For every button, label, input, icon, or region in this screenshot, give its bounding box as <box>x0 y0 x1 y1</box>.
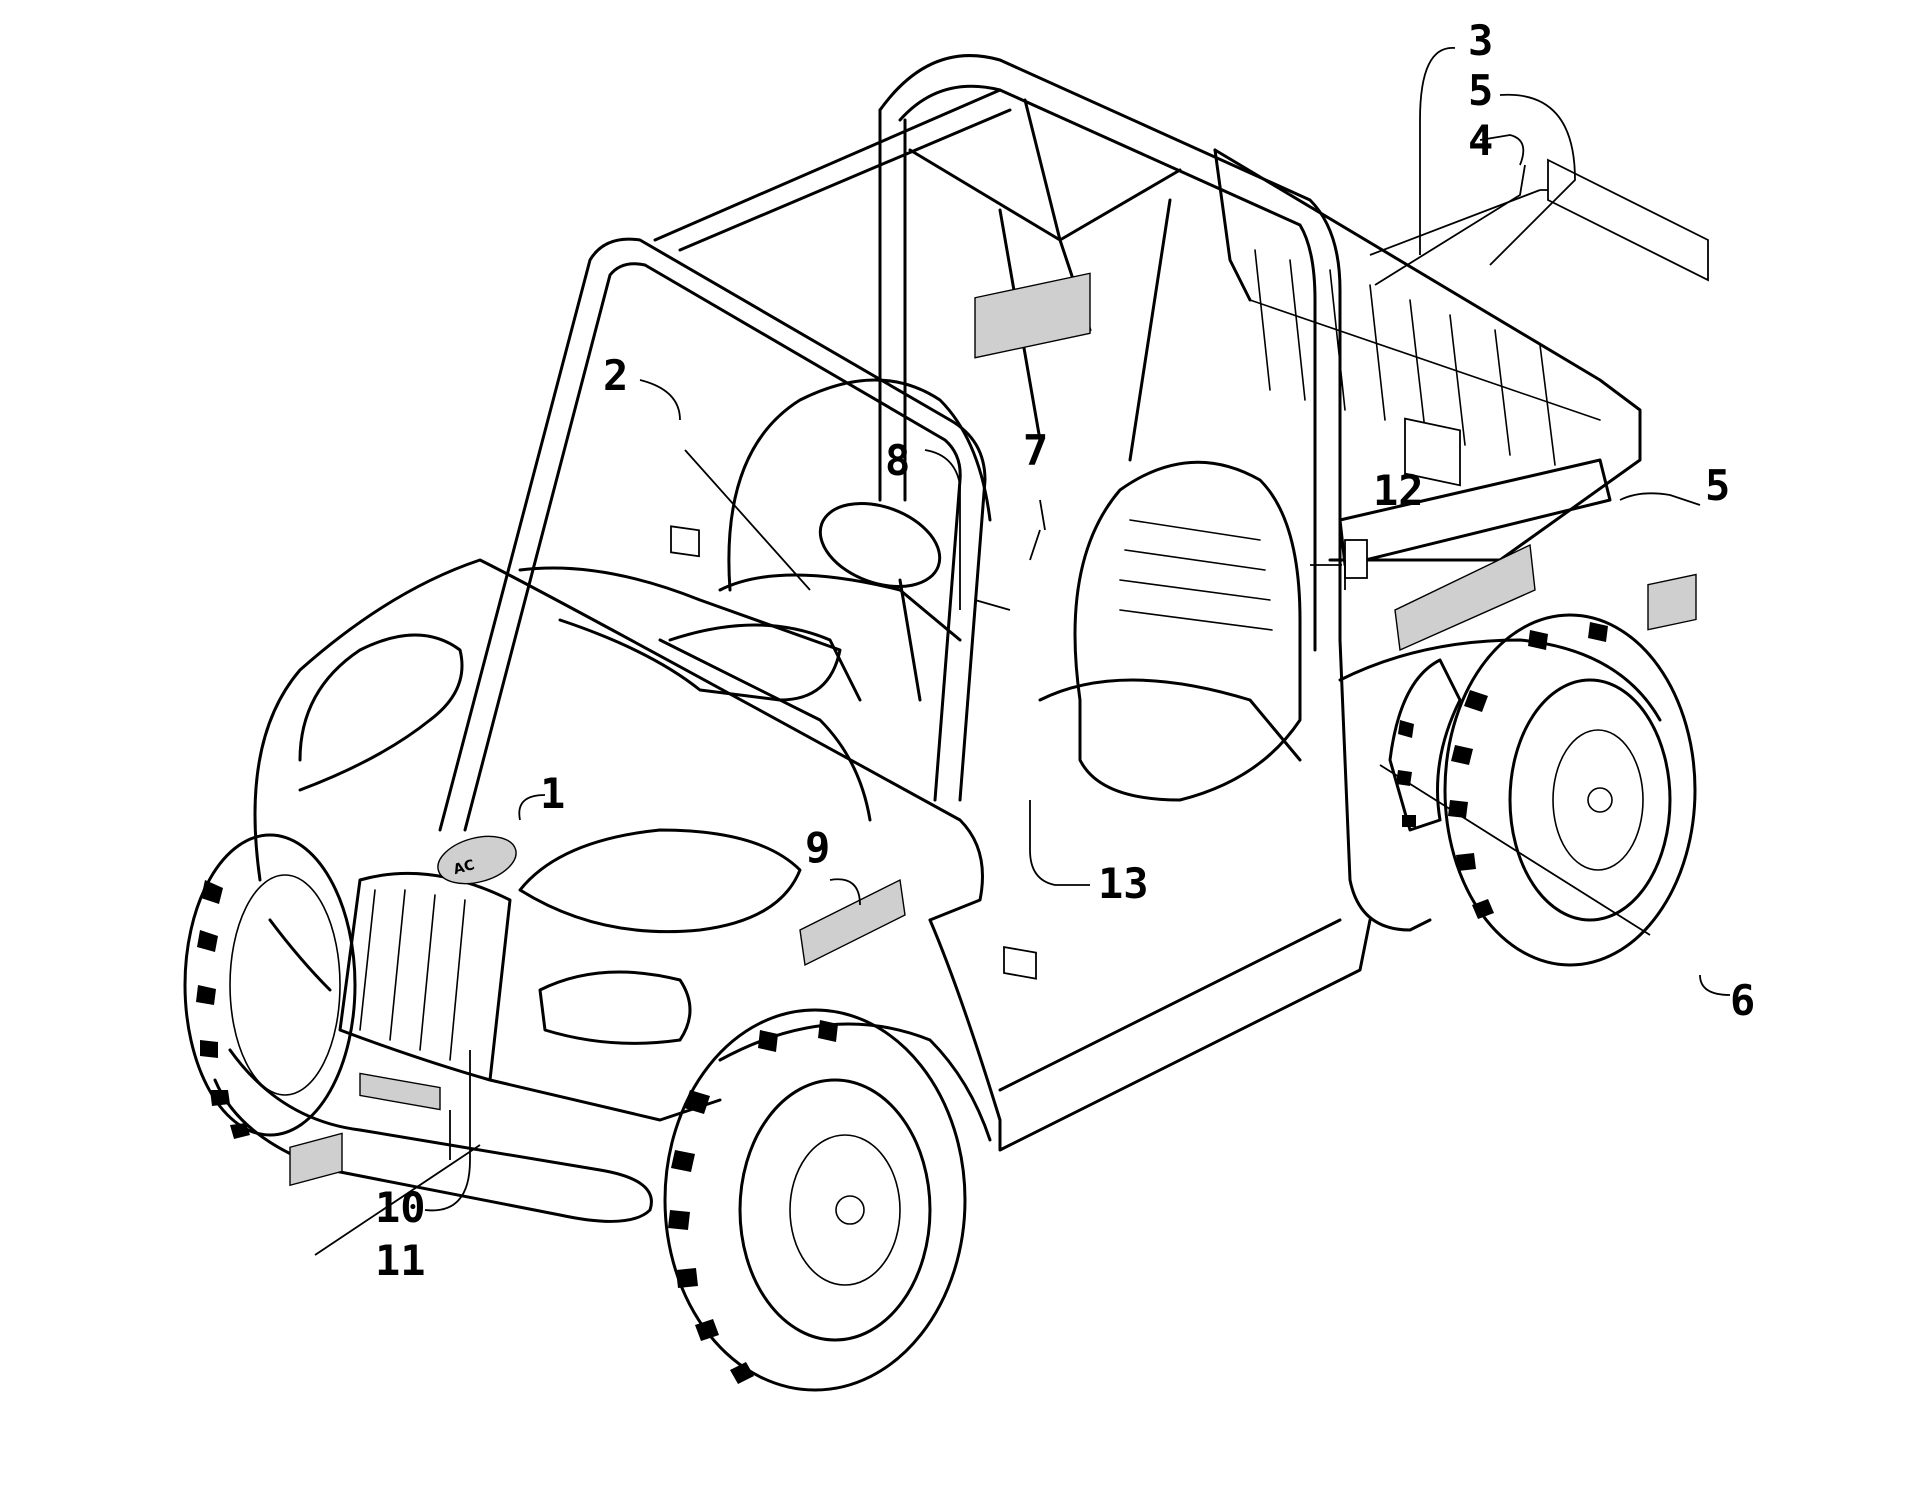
callout-4: 4 <box>1468 116 1493 165</box>
callout-2: 2 <box>603 351 628 400</box>
callout-11: 11 <box>375 1236 426 1285</box>
vehicle-body <box>213 54 1662 1223</box>
callout-13: 13 <box>1098 859 1149 908</box>
decal-3-bed-label <box>1404 417 1461 487</box>
leader-lines <box>314 47 1731 1256</box>
decal-1-hood-logo: AC <box>437 835 517 885</box>
decal-10-grille-label <box>359 1072 441 1111</box>
decal-side-bed-logo <box>1394 543 1536 652</box>
decal-2-windshield-label <box>670 525 700 558</box>
decal-9-side-logo <box>799 878 906 967</box>
front-left-wheel <box>183 833 357 1139</box>
callout-numbers: 1 2 3 4 5 5 6 7 8 9 10 11 12 13 <box>375 16 1755 1285</box>
rear-right-wheel <box>1443 613 1697 967</box>
callout-12: 12 <box>1373 466 1424 515</box>
decal-13-floor-label <box>1003 945 1037 980</box>
decal-11-bumper-label <box>289 1132 343 1187</box>
callout-9: 9 <box>805 823 830 872</box>
front-right-wheel <box>663 1008 967 1392</box>
rear-left-wheel <box>1388 658 1462 832</box>
callout-6: 6 <box>1730 976 1755 1025</box>
decal-7-seat-warning <box>974 272 1091 359</box>
decal-12-rops-label <box>1344 539 1368 579</box>
svg-text:AC: AC <box>452 857 477 878</box>
callout-7: 7 <box>1023 426 1048 475</box>
callout-5-side: 5 <box>1705 461 1730 510</box>
decal-5-bed-stripe <box>1547 158 1709 282</box>
decal-6-fender-label <box>1647 573 1697 631</box>
callout-3: 3 <box>1468 16 1493 65</box>
callout-1: 1 <box>540 769 565 818</box>
callout-8: 8 <box>885 436 910 485</box>
callout-10: 10 <box>375 1183 426 1232</box>
callout-5-top: 5 <box>1468 66 1493 115</box>
